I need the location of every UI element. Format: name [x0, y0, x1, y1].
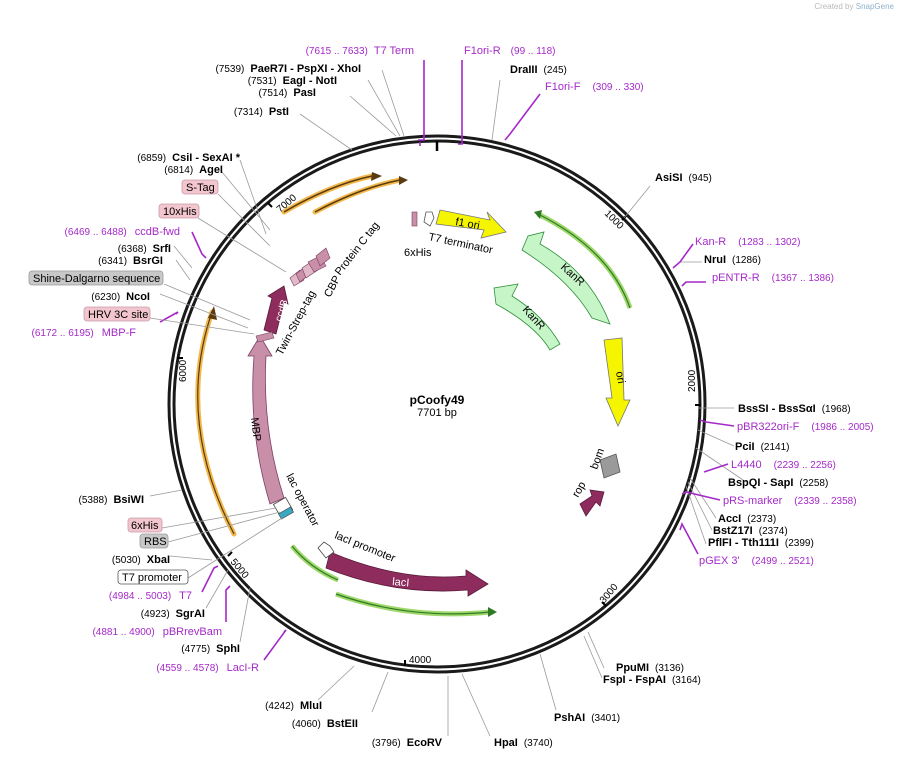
- ori-label: ori: [613, 370, 627, 384]
- his6-inner-box: [411, 211, 418, 227]
- shine-dalgarno-label: Shine-Dalgarno sequence: [33, 273, 160, 285]
- rbs-label: RBS: [144, 536, 167, 548]
- site-labels: DraIII(245) AsiSI(945) NruI(1286) BssSI …: [79, 63, 851, 749]
- kanr-outer-arrow: [521, 231, 611, 325]
- twin-strep-arrow: [255, 331, 275, 343]
- site-mlui: (4242)MluI: [265, 700, 322, 712]
- site-hpai: HpaI(3740): [494, 737, 553, 749]
- tick-2000: 2000: [687, 369, 698, 392]
- f1ori-label: f1 ori: [454, 216, 480, 232]
- site-asisi: AsiSI(945): [655, 172, 712, 184]
- primer-kan-r: Kan-R(1283 .. 1302): [695, 236, 800, 248]
- shine-dalgarno-box: [28, 270, 164, 286]
- primer-t7-term: (7615 .. 7633)T7 Term: [306, 45, 414, 57]
- site-bsssi: BssSI - BssSαI(1968): [738, 403, 851, 415]
- site-xbai: (5030)XbaI: [112, 554, 170, 566]
- laci-label: lacI: [392, 576, 410, 589]
- site-acci: AccI(2373): [718, 513, 776, 525]
- tick-4000: 4000: [409, 655, 432, 666]
- primer-prs-marker: pRS-marker(2339 .. 2358): [723, 495, 857, 507]
- site-bspqi: BspQI - SapI(2258): [728, 477, 828, 489]
- orf-bottom-green-2: [335, 591, 491, 617]
- site-pshai: PshAI(3401): [554, 712, 620, 724]
- tick-6000: 6000: [178, 359, 189, 382]
- primer-labels: (7615 .. 7633)T7 Term F1ori-R(99 .. 118)…: [32, 45, 874, 674]
- site-sgrai: (4923)SgrAI: [141, 608, 205, 620]
- site-ncoi: (6230)NcoI: [91, 291, 150, 303]
- primer-pentr-r: pENTR-R(1367 .. 1386): [712, 272, 834, 284]
- site-ppumi: PpuMI(3136): [616, 662, 684, 674]
- primer-mbp-f: (6172 .. 6195)MBP-F: [32, 327, 137, 339]
- site-lines: [149, 69, 747, 737]
- primer-markers: [159, 60, 735, 661]
- site-pasi: (7514)PasI: [258, 87, 316, 99]
- primer-t7: (4984 .. 5003)T7: [109, 590, 192, 602]
- primer-laci-r: (4559 .. 4578)LacI-R: [156, 662, 259, 674]
- site-eagi: (7531)EagI - NotI: [248, 75, 337, 87]
- t7-promoter-label: T7 promoter: [122, 572, 182, 584]
- site-pcii: PciI(2141): [735, 441, 789, 453]
- site-sphi: (4775)SphI: [181, 643, 240, 655]
- snapgene-credit: Created by SnapGene: [814, 2, 894, 11]
- orf-arcs: [195, 172, 408, 537]
- plasmid-length: 7701 bp: [417, 407, 457, 419]
- site-pflfi: PflFI - Tth111I(2399): [708, 537, 814, 549]
- green-orfs: [290, 210, 633, 617]
- his6-box: [127, 517, 163, 533]
- kanr-inner-arrow: [493, 283, 561, 351]
- primer-ccdb-fwd: (6469 .. 6488)ccdB-fwd: [64, 226, 180, 238]
- site-nrui: NruI(1286): [704, 254, 761, 266]
- site-paer7i: (7539)PaeR7I - PspXI - XhoI: [215, 63, 361, 75]
- site-psti: (7314)PstI: [234, 106, 289, 118]
- protein-c-label: Protein C tag: [333, 220, 382, 278]
- bom-box: [599, 453, 621, 479]
- site-bsiwi: (5388)BsiWI: [79, 494, 144, 506]
- site-bstz17i: BstZ17I(2374): [713, 525, 788, 537]
- mbp-arrow: [247, 335, 285, 505]
- orf-top-arrow-2: [312, 177, 403, 215]
- his6-inner-label: 6xHis: [404, 247, 432, 259]
- ori-arrow: [603, 337, 631, 427]
- plasmid-name: pCoofy49: [410, 393, 465, 407]
- site-agei: (6814)AgeI: [164, 164, 223, 176]
- boxed-labels: S-Tag 10xHis Shine-Dalgarno sequence HRV…: [28, 179, 287, 585]
- hrv3c-box: [83, 306, 151, 322]
- hrv3c-label: HRV 3C site: [88, 309, 148, 321]
- t7-terminator-glyph: [423, 211, 435, 227]
- his10-box: [158, 203, 200, 219]
- primer-pgex3: pGEX 3'(2499 .. 2521): [699, 555, 814, 567]
- primer-pbr322ori-f: pBR322ori-F(1986 .. 2005): [737, 421, 874, 433]
- lac-operator-label: lac operator: [283, 472, 321, 529]
- laci-arrow: [325, 551, 489, 597]
- primer-l4440: L4440(2239 .. 2256): [731, 459, 836, 471]
- protein-c-arrow: [315, 247, 331, 267]
- site-fspi: FspI - FspAI(3164): [603, 674, 701, 686]
- ccdb-arrow: [263, 285, 289, 335]
- site-bsrgi: (6341)BsrGI: [98, 255, 163, 267]
- rbs-box: [139, 533, 169, 549]
- credit-prefix: Created by: [814, 2, 854, 11]
- primer-f1ori-f: F1ori-F(309 .. 330): [545, 81, 644, 93]
- site-draiii: DraIII(245): [510, 64, 567, 76]
- snapgene-brand: SnapGene: [855, 2, 894, 11]
- site-srfi: (6368)SrfI: [118, 243, 171, 255]
- site-csii: (6859)CsiI - SexAI *: [137, 152, 240, 164]
- rop-label: rop: [570, 480, 588, 500]
- t7-promoter-box: [117, 569, 189, 585]
- rop-arrow: [579, 489, 605, 517]
- site-bsteii: (4060)BstEII: [292, 718, 358, 730]
- backbone-outer: [167, 134, 707, 674]
- laci-promoter-arrow: [317, 541, 335, 559]
- primer-f1ori-r: F1ori-R(99 .. 118): [464, 45, 556, 57]
- cbp-label: CBP: [322, 274, 343, 300]
- primer-pbrrevbam: (4881 .. 4900)pBRrevBam: [92, 626, 222, 638]
- s-tag-label: S-Tag: [186, 182, 215, 194]
- f1ori-arrow: [435, 209, 507, 239]
- mbp-label: MBP: [248, 417, 263, 442]
- s-tag-box: [181, 179, 219, 195]
- site-ecorv: (3796)EcoRV: [372, 737, 443, 749]
- his6-label: 6xHis: [131, 520, 159, 532]
- his10-label: 10xHis: [163, 206, 197, 218]
